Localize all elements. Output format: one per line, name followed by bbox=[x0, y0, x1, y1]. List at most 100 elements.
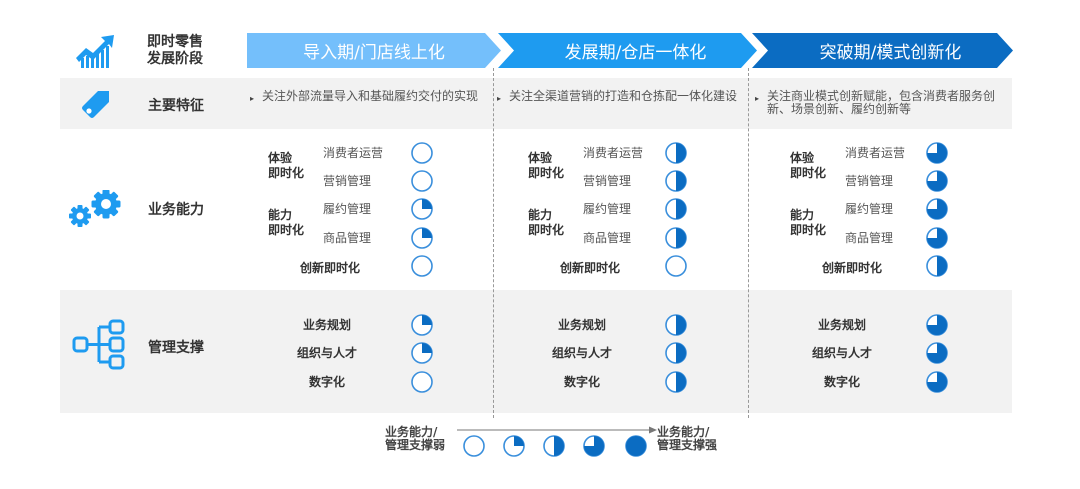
management-item: 业务规划 bbox=[817, 318, 866, 332]
group-label-line: 体验 bbox=[268, 151, 293, 165]
maturity-pie-icon bbox=[926, 342, 948, 364]
capability-item-innovation: 创新即时化 bbox=[300, 261, 361, 275]
header-title-line2: 发展阶段 bbox=[147, 51, 203, 67]
capability-item: 消费者运营 bbox=[845, 146, 906, 160]
management-item: 数字化 bbox=[563, 375, 600, 389]
gears-icon bbox=[68, 189, 128, 230]
feature-text-breakthrough: ▸ 关注商业模式创新赋能，包含消费者服务创新、场景创新、履约创新等 bbox=[755, 90, 1005, 116]
legend-pie-icon bbox=[625, 435, 647, 457]
capability-item: 履约管理 bbox=[323, 202, 372, 216]
maturity-pie-icon bbox=[665, 227, 687, 249]
legend-arrow bbox=[457, 420, 657, 434]
management-row-title: 管理支撑 bbox=[148, 340, 204, 356]
header-title-line1: 即时零售 bbox=[147, 34, 203, 50]
feature-text: 关注全渠道营销的打造和仓拣配一体化建设 bbox=[509, 89, 738, 103]
legend-strong-line2: 管理支撑强 bbox=[657, 438, 718, 452]
features-row-title: 主要特征 bbox=[148, 98, 204, 114]
business-row-title: 业务能力 bbox=[148, 202, 204, 218]
feature-text: 关注商业模式创新赋能，包含消费者服务创新、场景创新、履约创新等 bbox=[767, 89, 996, 116]
maturity-pie-icon bbox=[411, 227, 433, 249]
group-label-line: 即时化 bbox=[790, 223, 827, 237]
capability-item-innovation: 创新即时化 bbox=[822, 261, 883, 275]
feature-text-intro: ▸ 关注外部流量导入和基础履约交付的实现 bbox=[250, 90, 485, 105]
capability-item: 消费者运营 bbox=[583, 146, 644, 160]
capability-item: 商品管理 bbox=[845, 231, 894, 245]
management-row-band bbox=[60, 290, 1012, 413]
group-label-line: 即时化 bbox=[528, 223, 565, 237]
legend-weak-line2: 管理支撑弱 bbox=[385, 438, 446, 452]
maturity-pie-icon bbox=[665, 371, 687, 393]
legend-strong-label: 业务能力/ 管理支撑强 bbox=[657, 426, 717, 452]
header-title: 即时零售 发展阶段 bbox=[147, 34, 203, 68]
maturity-pie-icon bbox=[665, 314, 687, 336]
capability-item-innovation: 创新即时化 bbox=[560, 261, 621, 275]
stage-label-growth: 发展期/仓店一体化 bbox=[564, 43, 707, 63]
group-label-experience: 体验即时化 bbox=[268, 151, 304, 181]
capability-item: 消费者运营 bbox=[323, 146, 384, 160]
group-label-line: 体验 bbox=[790, 151, 815, 165]
maturity-pie-icon bbox=[926, 170, 948, 192]
bullet-icon: ▸ bbox=[755, 94, 760, 103]
maturity-pie-icon bbox=[665, 170, 687, 192]
group-label-line: 能力 bbox=[790, 208, 815, 222]
capability-item: 营销管理 bbox=[323, 174, 372, 188]
management-item: 业务规划 bbox=[302, 318, 351, 332]
org-tree-icon bbox=[72, 318, 128, 374]
capability-item: 履约管理 bbox=[845, 202, 894, 216]
capability-item: 商品管理 bbox=[323, 231, 372, 245]
capability-item: 商品管理 bbox=[583, 231, 632, 245]
management-item: 组织与人才 bbox=[296, 346, 357, 360]
group-label-experience: 体验即时化 bbox=[528, 151, 564, 181]
bullet-icon: ▸ bbox=[250, 94, 255, 103]
maturity-pie-icon bbox=[926, 142, 948, 164]
maturity-pie-icon bbox=[411, 342, 433, 364]
group-label-capability: 能力即时化 bbox=[268, 208, 304, 238]
tag-icon bbox=[80, 88, 112, 120]
group-label-line: 能力 bbox=[528, 208, 553, 222]
management-item: 数字化 bbox=[823, 375, 860, 389]
group-label-experience: 体验即时化 bbox=[790, 151, 826, 181]
group-label-line: 能力 bbox=[268, 208, 293, 222]
group-label-line: 即时化 bbox=[268, 223, 305, 237]
legend-pie-icon bbox=[503, 435, 525, 457]
stage-chevron-breakthrough: 突破期/模式创新化 bbox=[752, 33, 1013, 68]
maturity-pie-icon bbox=[665, 342, 687, 364]
maturity-pie-icon bbox=[665, 255, 687, 277]
management-item: 组织与人才 bbox=[811, 346, 872, 360]
maturity-pie-icon bbox=[926, 227, 948, 249]
maturity-pie-icon bbox=[411, 198, 433, 220]
management-item: 数字化 bbox=[308, 375, 345, 389]
maturity-pie-icon bbox=[926, 371, 948, 393]
stage-chevron-growth: 发展期/仓店一体化 bbox=[498, 33, 757, 68]
maturity-pie-icon bbox=[411, 371, 433, 393]
legend-weak-label: 业务能力/ 管理支撑弱 bbox=[385, 426, 445, 452]
group-label-capability: 能力即时化 bbox=[528, 208, 564, 238]
capability-item: 营销管理 bbox=[583, 174, 632, 188]
maturity-pie-icon bbox=[411, 314, 433, 336]
maturity-pie-icon bbox=[926, 255, 948, 277]
legend-strong-line1: 业务能力/ bbox=[657, 425, 710, 439]
growth-chart-icon bbox=[74, 34, 116, 68]
stage-divider-1 bbox=[493, 68, 494, 418]
group-label-line: 体验 bbox=[528, 151, 553, 165]
group-label-capability: 能力即时化 bbox=[790, 208, 826, 238]
maturity-pie-icon bbox=[665, 198, 687, 220]
maturity-pie-icon bbox=[411, 142, 433, 164]
group-label-line: 即时化 bbox=[268, 166, 305, 180]
features-row-band bbox=[60, 78, 1012, 129]
maturity-pie-icon bbox=[411, 170, 433, 192]
legend-pie-icon bbox=[583, 435, 605, 457]
stage-chevron-intro: 导入期/门店线上化 bbox=[247, 33, 501, 68]
maturity-pie-icon bbox=[926, 314, 948, 336]
capability-item: 履约管理 bbox=[583, 202, 632, 216]
stage-label-breakthrough: 突破期/模式创新化 bbox=[819, 43, 962, 63]
legend-weak-line1: 业务能力/ bbox=[385, 425, 438, 439]
management-item: 组织与人才 bbox=[551, 346, 612, 360]
stage-divider-2 bbox=[748, 68, 749, 418]
management-item: 业务规划 bbox=[557, 318, 606, 332]
maturity-pie-icon bbox=[665, 142, 687, 164]
feature-text-growth: ▸ 关注全渠道营销的打造和仓拣配一体化建设 bbox=[497, 90, 742, 105]
group-label-line: 即时化 bbox=[790, 166, 827, 180]
capability-item: 营销管理 bbox=[845, 174, 894, 188]
group-label-line: 即时化 bbox=[528, 166, 565, 180]
